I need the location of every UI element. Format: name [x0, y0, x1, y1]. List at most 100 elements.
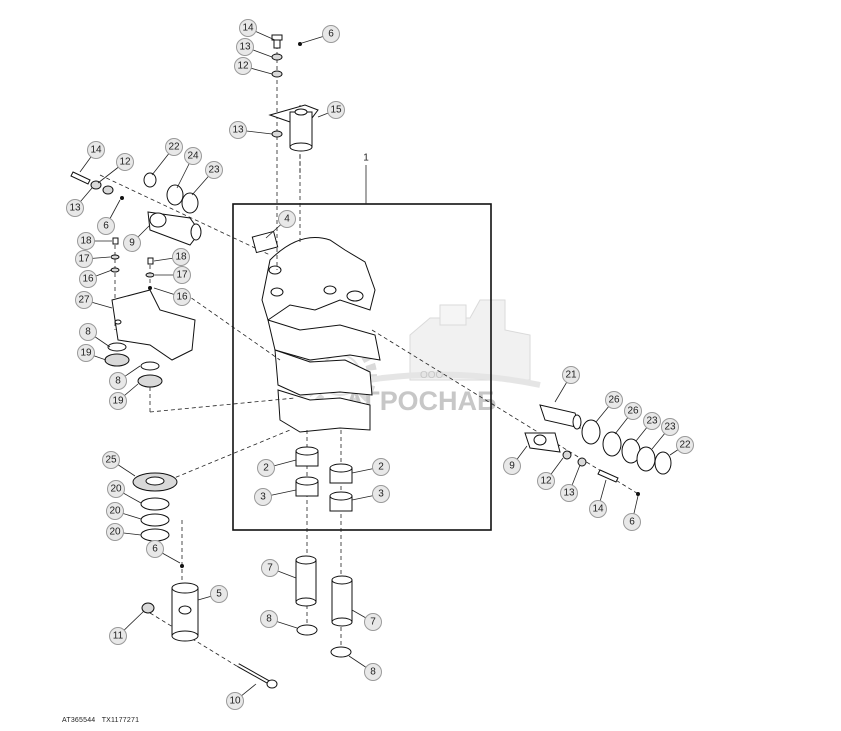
callout-7: 7	[351, 609, 382, 631]
callout-bubble	[234, 57, 252, 75]
callout-bubble	[107, 480, 125, 498]
callout-bubble	[102, 451, 120, 469]
callout-number: 23	[646, 416, 658, 427]
callout-number: 17	[78, 254, 90, 265]
callout-number: 22	[679, 440, 691, 451]
callout-number: 8	[370, 667, 376, 678]
callout-number: 5	[216, 589, 222, 600]
callout-2: 2	[257, 459, 297, 477]
callout-number: 3	[260, 492, 266, 503]
callout-6: 6	[146, 540, 181, 564]
callout-2: 2	[351, 458, 390, 476]
callout-bubble	[643, 412, 661, 430]
left-pivot-arm	[147, 211, 202, 246]
callout-3: 3	[254, 488, 297, 506]
callout-bubble	[537, 472, 555, 490]
callout-number: 12	[119, 157, 131, 168]
callout-bubble	[260, 610, 278, 628]
callout-bubble	[239, 19, 257, 37]
callout-number: 23	[208, 165, 220, 176]
callout-number: 14	[592, 504, 604, 515]
callout-7: 7	[261, 559, 297, 579]
callout-bubble	[503, 457, 521, 475]
callout-number: 6	[629, 517, 635, 528]
callout-bubble	[172, 248, 190, 266]
callout-bubble	[205, 161, 223, 179]
callout-9: 9	[123, 224, 151, 252]
callout-bubble	[106, 523, 124, 541]
left-bracket-27	[111, 289, 196, 361]
callout-bubble	[106, 502, 124, 520]
callout-bubble	[109, 392, 127, 410]
left-bushing-4	[251, 230, 279, 254]
callout-number: 7	[370, 617, 376, 628]
callout-number: 23	[664, 422, 676, 433]
callout-number: 25	[105, 455, 117, 466]
callout-3: 3	[351, 485, 390, 503]
callout-number: 21	[565, 370, 577, 381]
callout-18: 18	[77, 232, 112, 250]
callout-number: 8	[85, 327, 91, 338]
callout-number: 16	[176, 292, 188, 303]
callout-8: 8	[260, 610, 298, 629]
callout-20: 20	[107, 480, 142, 504]
callout-bubble	[165, 138, 183, 156]
callout-number: 16	[82, 274, 94, 285]
callout-number: 26	[627, 406, 639, 417]
callout-number: 9	[509, 461, 515, 472]
callout-bubble	[257, 459, 275, 477]
callout-bubble	[364, 613, 382, 631]
callout-12: 12	[234, 57, 273, 75]
callout-bubble	[79, 270, 97, 288]
callout-number: 1	[363, 153, 369, 164]
right-pin-21	[539, 404, 582, 430]
callout-8: 8	[79, 323, 111, 348]
callout-24: 24	[176, 147, 202, 189]
callout-number: 2	[378, 462, 384, 473]
callout-number: 8	[266, 614, 272, 625]
callout-number: 22	[168, 142, 180, 153]
watermark-prefix: ООО	[420, 370, 444, 381]
callout-26: 26	[595, 391, 623, 423]
left-fastener-group	[70, 171, 199, 214]
callout-number: 20	[110, 484, 122, 495]
callout-bubble	[77, 232, 95, 250]
callout-bubble	[261, 559, 279, 577]
callout-number: 17	[176, 270, 188, 281]
callout-number: 19	[80, 348, 92, 359]
callout-number: 13	[239, 42, 251, 53]
callout-bubble	[623, 513, 641, 531]
callout-number: 14	[90, 145, 102, 156]
right-rings	[581, 419, 672, 475]
callout-bubble	[184, 147, 202, 165]
top-fastener-stack	[271, 34, 302, 138]
callout-bubble	[372, 458, 390, 476]
callout-16: 16	[153, 287, 191, 306]
callout-9: 9	[503, 445, 528, 475]
callout-bubble	[372, 485, 390, 503]
callout-number: 3	[378, 489, 384, 500]
assembly-frame	[232, 203, 492, 531]
callout-17: 17	[155, 266, 191, 284]
callout-bubble	[254, 488, 272, 506]
callout-20: 20	[106, 523, 142, 541]
callout-13: 13	[229, 121, 273, 139]
callout-number: 27	[78, 295, 90, 306]
callout-22: 22	[151, 138, 183, 176]
callout-number: 13	[232, 125, 244, 136]
callout-number: 13	[563, 488, 575, 499]
callout-13: 13	[66, 187, 93, 217]
callout-5: 5	[197, 585, 228, 603]
callout-bubble	[75, 291, 93, 309]
callout-bubble	[77, 344, 95, 362]
callout-6: 6	[623, 495, 641, 531]
callout-19: 19	[109, 383, 139, 410]
top-pivot-pin	[268, 104, 319, 152]
callout-labels: 1413126151311412136222423941817161817162…	[66, 19, 694, 710]
callout-26: 26	[614, 402, 642, 435]
left-grease-fittings	[110, 237, 155, 290]
callout-bubble	[109, 627, 127, 645]
lower-coupler-5	[141, 582, 199, 642]
right-arm-9	[524, 432, 640, 496]
callout-14: 14	[79, 141, 105, 173]
